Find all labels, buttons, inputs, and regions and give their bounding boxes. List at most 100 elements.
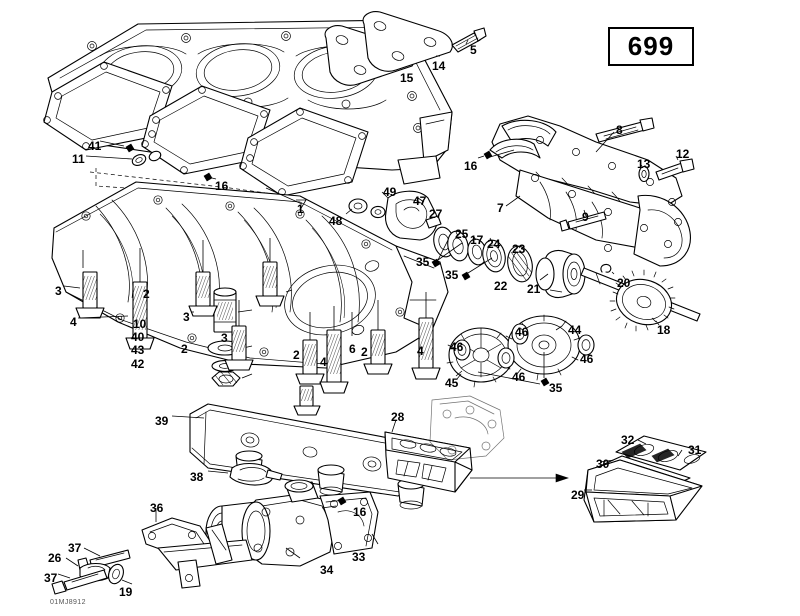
callout-37: 37 bbox=[44, 571, 58, 585]
callout-31: 31 bbox=[688, 443, 702, 457]
callout-37: 37 bbox=[68, 541, 82, 555]
callout-16: 16 bbox=[215, 179, 229, 193]
callout-26: 26 bbox=[48, 551, 62, 565]
nut-35-lower bbox=[461, 257, 493, 281]
bearing-24 bbox=[482, 237, 506, 273]
reed-valve-28 bbox=[384, 419, 473, 493]
callout-42: 42 bbox=[131, 357, 145, 371]
detail-arrow bbox=[470, 473, 569, 483]
callout-48: 48 bbox=[329, 214, 343, 228]
callout-13: 13 bbox=[637, 157, 651, 171]
callout-40: 40 bbox=[131, 330, 145, 344]
manifold-bolt bbox=[293, 385, 321, 416]
sleeve-10 bbox=[213, 287, 253, 333]
callout-10: 10 bbox=[133, 317, 147, 331]
callout-8: 8 bbox=[616, 123, 623, 137]
nut-35-gear bbox=[477, 371, 550, 387]
document-code: 01MJ8912 bbox=[50, 599, 86, 606]
callout-2: 2 bbox=[293, 348, 300, 362]
nut-35-upper bbox=[431, 239, 463, 268]
gasket-38 bbox=[207, 462, 283, 486]
bolt-group-left bbox=[63, 238, 293, 387]
bearing-23 bbox=[507, 245, 533, 283]
oring-11 bbox=[85, 150, 162, 166]
callout-35: 35 bbox=[416, 255, 430, 269]
callout-4: 4 bbox=[417, 344, 424, 358]
callout-4: 4 bbox=[320, 355, 327, 369]
callout-46: 46 bbox=[580, 352, 594, 366]
callout-7: 7 bbox=[497, 201, 504, 215]
bolt-8 bbox=[595, 117, 655, 153]
callout-9: 9 bbox=[582, 210, 589, 224]
callout-28: 28 bbox=[391, 410, 405, 424]
callout-16: 16 bbox=[353, 505, 367, 519]
bolt-5 bbox=[451, 27, 487, 53]
bolt-2c bbox=[295, 312, 325, 385]
callout-1: 1 bbox=[297, 202, 304, 216]
callout-27: 27 bbox=[429, 207, 443, 221]
callout-19: 19 bbox=[119, 585, 133, 599]
dowel-16-bottom bbox=[321, 496, 347, 509]
callout-11: 11 bbox=[72, 152, 85, 166]
callout-34: 34 bbox=[320, 563, 334, 577]
bolt-37b bbox=[51, 569, 108, 595]
callout-23: 23 bbox=[512, 242, 526, 256]
callout-46: 46 bbox=[512, 370, 526, 384]
washer-19 bbox=[108, 563, 133, 585]
callout-5: 5 bbox=[470, 43, 477, 57]
callout-2: 2 bbox=[181, 342, 188, 356]
callout-4: 4 bbox=[70, 315, 77, 329]
model-number-text: 699 bbox=[627, 31, 675, 61]
bolt-2a bbox=[255, 238, 293, 307]
callout-32: 32 bbox=[621, 433, 635, 447]
callout-6: 6 bbox=[349, 342, 356, 356]
callout-38: 38 bbox=[190, 470, 204, 484]
washer-13 bbox=[638, 163, 650, 183]
callout-2: 2 bbox=[143, 287, 150, 301]
crankcase-lower-half bbox=[51, 181, 449, 369]
callout-49: 49 bbox=[383, 185, 397, 199]
callout-25: 25 bbox=[455, 227, 469, 241]
bolt-3c bbox=[224, 300, 254, 371]
clip-20 bbox=[600, 263, 615, 275]
bolt-2d bbox=[363, 300, 393, 375]
callout-35: 35 bbox=[549, 381, 563, 395]
callout-24: 24 bbox=[487, 237, 501, 251]
callout-15: 15 bbox=[400, 71, 414, 85]
callout-30: 30 bbox=[596, 457, 610, 471]
callout-3: 3 bbox=[183, 310, 190, 324]
gear-18 bbox=[609, 269, 676, 332]
washers-46 bbox=[453, 323, 595, 369]
seal-48 bbox=[345, 198, 368, 215]
model-number-badge: 699 bbox=[608, 27, 694, 66]
callout-3: 3 bbox=[55, 284, 62, 298]
callout-18: 18 bbox=[657, 323, 671, 337]
crankcase-half-7 bbox=[489, 115, 691, 267]
rotary-valve-cover-27 bbox=[384, 190, 442, 241]
bolt-group-center bbox=[224, 292, 441, 394]
bolt-3a bbox=[63, 250, 105, 319]
rotary-valve-22-21 bbox=[535, 249, 586, 299]
callout-46: 46 bbox=[515, 325, 529, 339]
bolt-3b bbox=[188, 240, 218, 317]
callout-12: 12 bbox=[676, 147, 690, 161]
callout-3: 3 bbox=[221, 331, 228, 345]
callout-17: 17 bbox=[470, 233, 484, 247]
dowel-16-upper bbox=[203, 172, 217, 182]
callout-45: 45 bbox=[445, 376, 459, 390]
bracket-36 bbox=[141, 508, 253, 589]
bolt-4a bbox=[77, 248, 155, 350]
callout-35: 35 bbox=[445, 268, 459, 282]
reed-detail-31 bbox=[615, 435, 707, 471]
callout-47: 47 bbox=[413, 194, 427, 208]
callout-22: 22 bbox=[494, 279, 508, 293]
callout-46: 46 bbox=[450, 340, 464, 354]
dowel-16-right bbox=[477, 149, 515, 160]
dowel-pin-41 bbox=[99, 140, 135, 153]
callout-44: 44 bbox=[568, 323, 582, 337]
gasket-plate-14 bbox=[362, 11, 453, 72]
callout-21: 21 bbox=[527, 282, 541, 296]
callout-33: 33 bbox=[352, 550, 366, 564]
